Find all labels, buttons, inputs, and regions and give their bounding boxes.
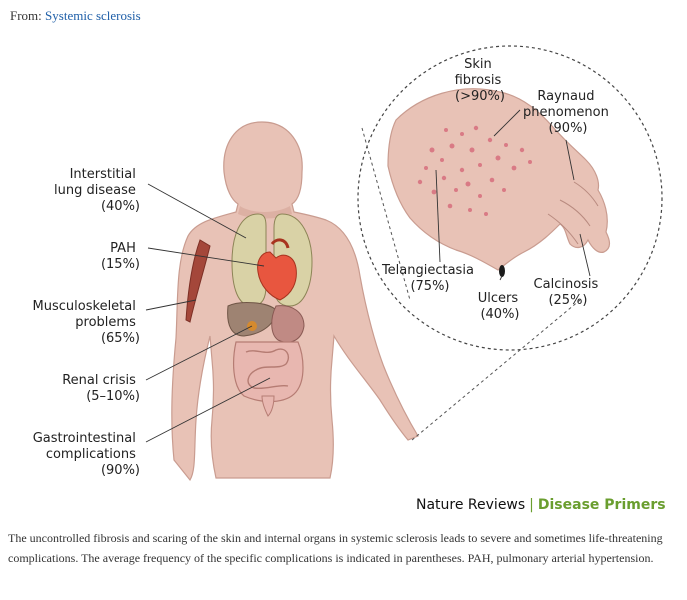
- ulcer-mark: [499, 265, 505, 277]
- from-prefix: From:: [10, 8, 42, 23]
- liver: [227, 302, 277, 337]
- finger-creases: [547, 181, 599, 245]
- figure-caption: The uncontrolled fibrosis and scaring of…: [8, 531, 663, 565]
- source-link[interactable]: Systemic sclerosis: [45, 8, 141, 23]
- small-bowel: [245, 348, 290, 390]
- brand-right: Disease Primers: [537, 497, 666, 513]
- label-raynaud: Raynaud phenomenon (90%): [523, 89, 613, 136]
- intestines: [233, 341, 304, 417]
- stomach: [271, 305, 305, 343]
- label-ulcers: Ulcers (40%): [478, 291, 523, 322]
- label-renal-crisis: Renal crisis (5–10%): [62, 373, 140, 404]
- aorta: [270, 238, 290, 249]
- colon: [233, 341, 304, 403]
- brand-left: Nature Reviews: [416, 497, 526, 513]
- hand-inset: [357, 45, 663, 351]
- hand: [387, 88, 611, 271]
- label-telangiectasia: Telangiectasia (75%): [381, 263, 478, 294]
- label-musculoskeletal: Musculoskeletal problems (65%): [33, 299, 140, 346]
- leader-lines: [145, 109, 591, 443]
- label-calcinosis: Calcinosis (25%): [534, 277, 603, 308]
- publisher-brand: Nature Reviews|Disease Primers: [416, 497, 666, 513]
- label-skin-fibrosis: Skin fibrosis (>90%): [455, 57, 506, 104]
- brand-separator: |: [529, 497, 534, 513]
- inset-connector-bottom: [411, 299, 581, 441]
- rectum: [261, 395, 275, 417]
- label-ild: Interstitial lung disease (40%): [54, 167, 140, 214]
- source-line: From: Systemic sclerosis: [10, 8, 141, 24]
- heart: [257, 251, 297, 301]
- fibrosis-spots: [417, 125, 532, 216]
- systemic-sclerosis-figure: Interstitial lung disease (40%) PAH (15%…: [33, 45, 663, 482]
- arm-muscle: [185, 239, 211, 323]
- label-gastrointestinal: Gastrointestinal complications (90%): [33, 431, 140, 478]
- label-pah: PAH (15%): [101, 241, 140, 272]
